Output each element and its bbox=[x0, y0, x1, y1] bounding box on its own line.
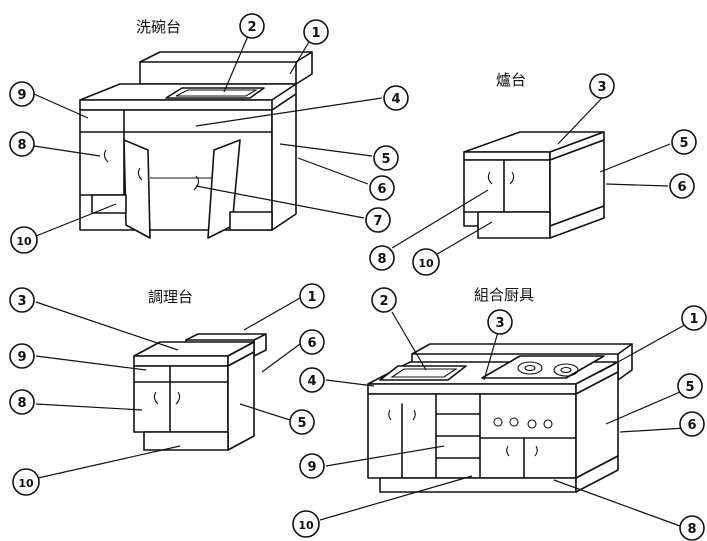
svg-text:9: 9 bbox=[17, 350, 26, 365]
callout-prep-3: 3 bbox=[9, 287, 35, 313]
callout-sink-9: 9 bbox=[9, 81, 35, 107]
svg-text:2: 2 bbox=[379, 294, 388, 309]
combined-kitchen: 組合厨具 bbox=[367, 286, 633, 493]
svg-text:7: 7 bbox=[373, 214, 382, 229]
callout-sink-1: 1 bbox=[303, 19, 329, 45]
callout-sink-2: 2 bbox=[239, 13, 265, 39]
leader-lines bbox=[33, 35, 691, 527]
callouts: 1 2 4 5 6 7 8 9 10 3 5 6 8 10 1 3 5 6 8 … bbox=[9, 13, 707, 541]
stove-cabinet: 爐台 bbox=[463, 71, 605, 239]
svg-text:1: 1 bbox=[311, 26, 320, 41]
callout-stove-6: 6 bbox=[669, 173, 695, 199]
callout-combo-6: 6 bbox=[679, 411, 705, 437]
callout-combo-8: 8 bbox=[679, 515, 705, 541]
callout-prep-9: 9 bbox=[9, 343, 35, 369]
callout-sink-10: 10 bbox=[10, 226, 38, 254]
svg-text:8: 8 bbox=[687, 522, 696, 537]
callout-prep-1: 1 bbox=[299, 283, 325, 309]
svg-text:4: 4 bbox=[391, 92, 400, 107]
callout-combo-1: 1 bbox=[681, 305, 707, 331]
callout-sink-5: 5 bbox=[373, 145, 399, 171]
svg-text:10: 10 bbox=[298, 519, 314, 532]
callout-stove-3: 3 bbox=[589, 73, 615, 99]
svg-text:6: 6 bbox=[687, 418, 696, 433]
callout-sink-4: 4 bbox=[383, 85, 409, 111]
svg-text:10: 10 bbox=[418, 257, 434, 270]
svg-text:8: 8 bbox=[17, 138, 26, 153]
svg-text:9: 9 bbox=[307, 460, 316, 475]
callout-prep-8: 8 bbox=[9, 389, 35, 415]
svg-text:10: 10 bbox=[16, 235, 32, 248]
svg-text:9: 9 bbox=[17, 88, 26, 103]
svg-text:8: 8 bbox=[377, 252, 386, 267]
svg-text:2: 2 bbox=[247, 20, 256, 35]
prep-title: 調理台 bbox=[148, 288, 193, 306]
callout-combo-4: 4 bbox=[299, 367, 325, 393]
sink-title: 洗碗台 bbox=[136, 18, 181, 36]
callout-stove-8: 8 bbox=[369, 245, 395, 271]
svg-text:5: 5 bbox=[685, 380, 694, 395]
callout-combo-10: 10 bbox=[292, 510, 320, 538]
svg-text:6: 6 bbox=[307, 336, 316, 351]
svg-text:1: 1 bbox=[689, 312, 698, 327]
svg-text:1: 1 bbox=[307, 290, 316, 305]
sink-cabinet: 洗碗台 bbox=[79, 18, 313, 239]
svg-text:6: 6 bbox=[677, 180, 686, 195]
callout-prep-10: 10 bbox=[12, 468, 40, 496]
callout-sink-7: 7 bbox=[365, 207, 391, 233]
svg-text:3: 3 bbox=[597, 80, 606, 95]
svg-text:5: 5 bbox=[381, 152, 390, 167]
callout-prep-5: 5 bbox=[289, 409, 315, 435]
callout-prep-6: 6 bbox=[299, 329, 325, 355]
stove-title: 爐台 bbox=[496, 71, 526, 89]
prep-cabinet: 調理台 bbox=[133, 288, 267, 451]
callout-combo-9: 9 bbox=[299, 453, 325, 479]
callout-combo-2: 2 bbox=[371, 287, 397, 313]
callout-combo-5: 5 bbox=[677, 373, 703, 399]
svg-text:3: 3 bbox=[17, 294, 26, 309]
callout-combo-3: 3 bbox=[487, 309, 513, 335]
callout-sink-6: 6 bbox=[369, 175, 395, 201]
svg-text:5: 5 bbox=[679, 136, 688, 151]
callout-stove-10: 10 bbox=[412, 248, 440, 276]
svg-text:8: 8 bbox=[17, 396, 26, 411]
svg-text:3: 3 bbox=[495, 316, 504, 331]
svg-text:10: 10 bbox=[18, 477, 34, 490]
svg-text:6: 6 bbox=[377, 182, 386, 197]
svg-text:5: 5 bbox=[297, 416, 306, 431]
callout-stove-5: 5 bbox=[671, 129, 697, 155]
callout-sink-8: 8 bbox=[9, 131, 35, 157]
combo-title: 組合厨具 bbox=[474, 286, 534, 304]
svg-text:4: 4 bbox=[307, 374, 316, 389]
